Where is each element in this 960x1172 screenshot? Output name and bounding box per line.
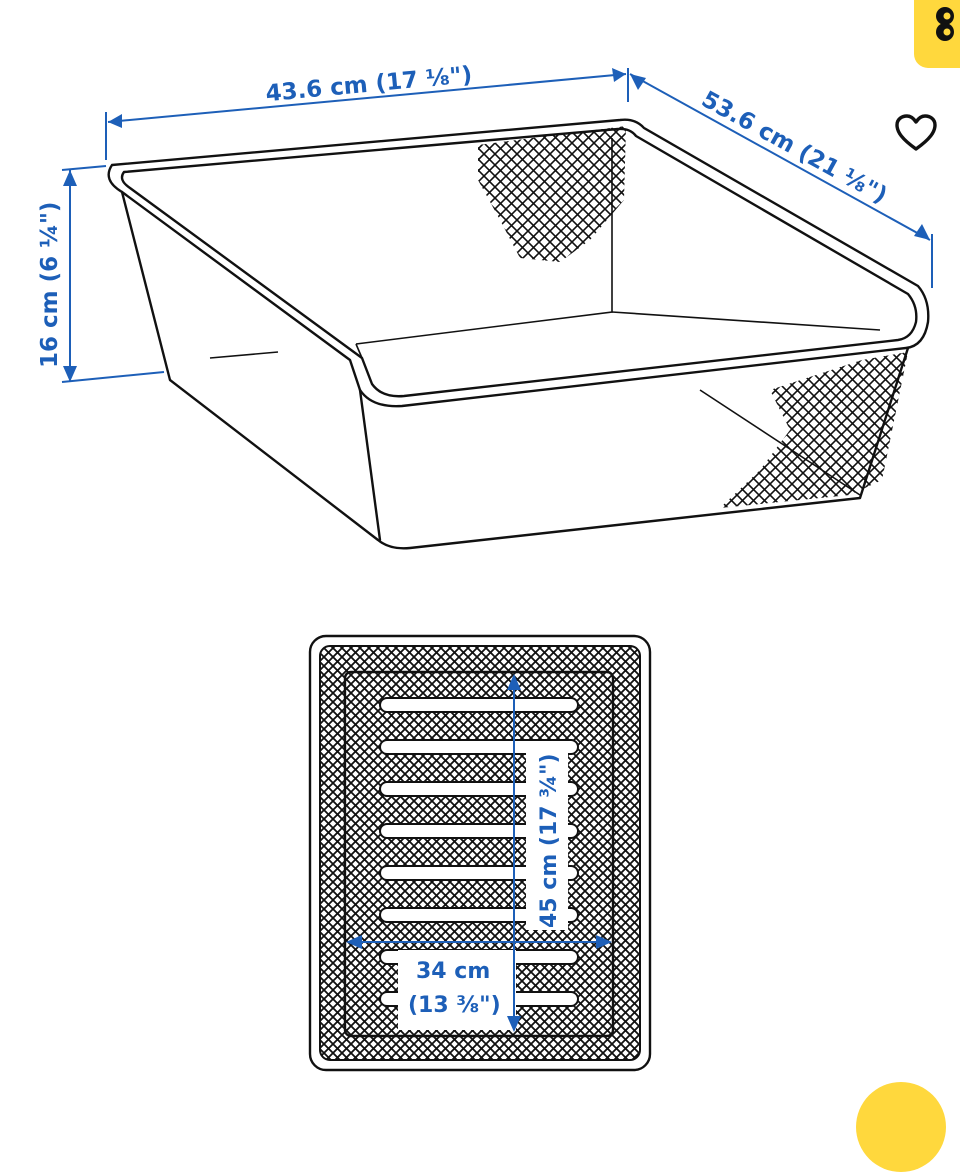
- basket-3d-view: [107, 118, 930, 550]
- product-dimension-drawing: 43.6 cm (17 ⅛") 53.6 cm (21 ⅛") 16 cm (6…: [37, 62, 933, 1072]
- inner-width-in-label: (13 ⅜"): [408, 993, 501, 1018]
- height-label: 16 cm (6 ¼"): [37, 202, 63, 368]
- heart-outline-icon: [895, 114, 937, 151]
- inner-depth-label: 45 cm (17 ¾"): [537, 753, 562, 928]
- favorite-button[interactable]: [892, 110, 940, 156]
- inner-width-cm-label: 34 cm: [416, 959, 490, 984]
- inner-width-label-bg: [398, 950, 516, 1030]
- mesh-patch-front: [720, 352, 908, 508]
- dimension-inner-width: 34 cm (13 ⅜"): [346, 935, 612, 1018]
- inner-depth-label-bg: [526, 744, 568, 930]
- mesh-patch-back: [478, 126, 626, 262]
- dimension-depth: 53.6 cm (21 ⅛"): [629, 73, 933, 288]
- width-label: 43.6 cm (17 ⅛"): [265, 62, 474, 107]
- dimension-inner-depth: 45 cm (17 ¾"): [507, 674, 562, 1032]
- app-badge-top[interactable]: [914, 0, 960, 68]
- depth-label: 53.6 cm (21 ⅛"): [697, 86, 891, 209]
- basket-top-view: [308, 634, 652, 1072]
- dimension-height: 16 cm (6 ¼"): [37, 165, 165, 383]
- badge-glyph-icon: [936, 7, 954, 41]
